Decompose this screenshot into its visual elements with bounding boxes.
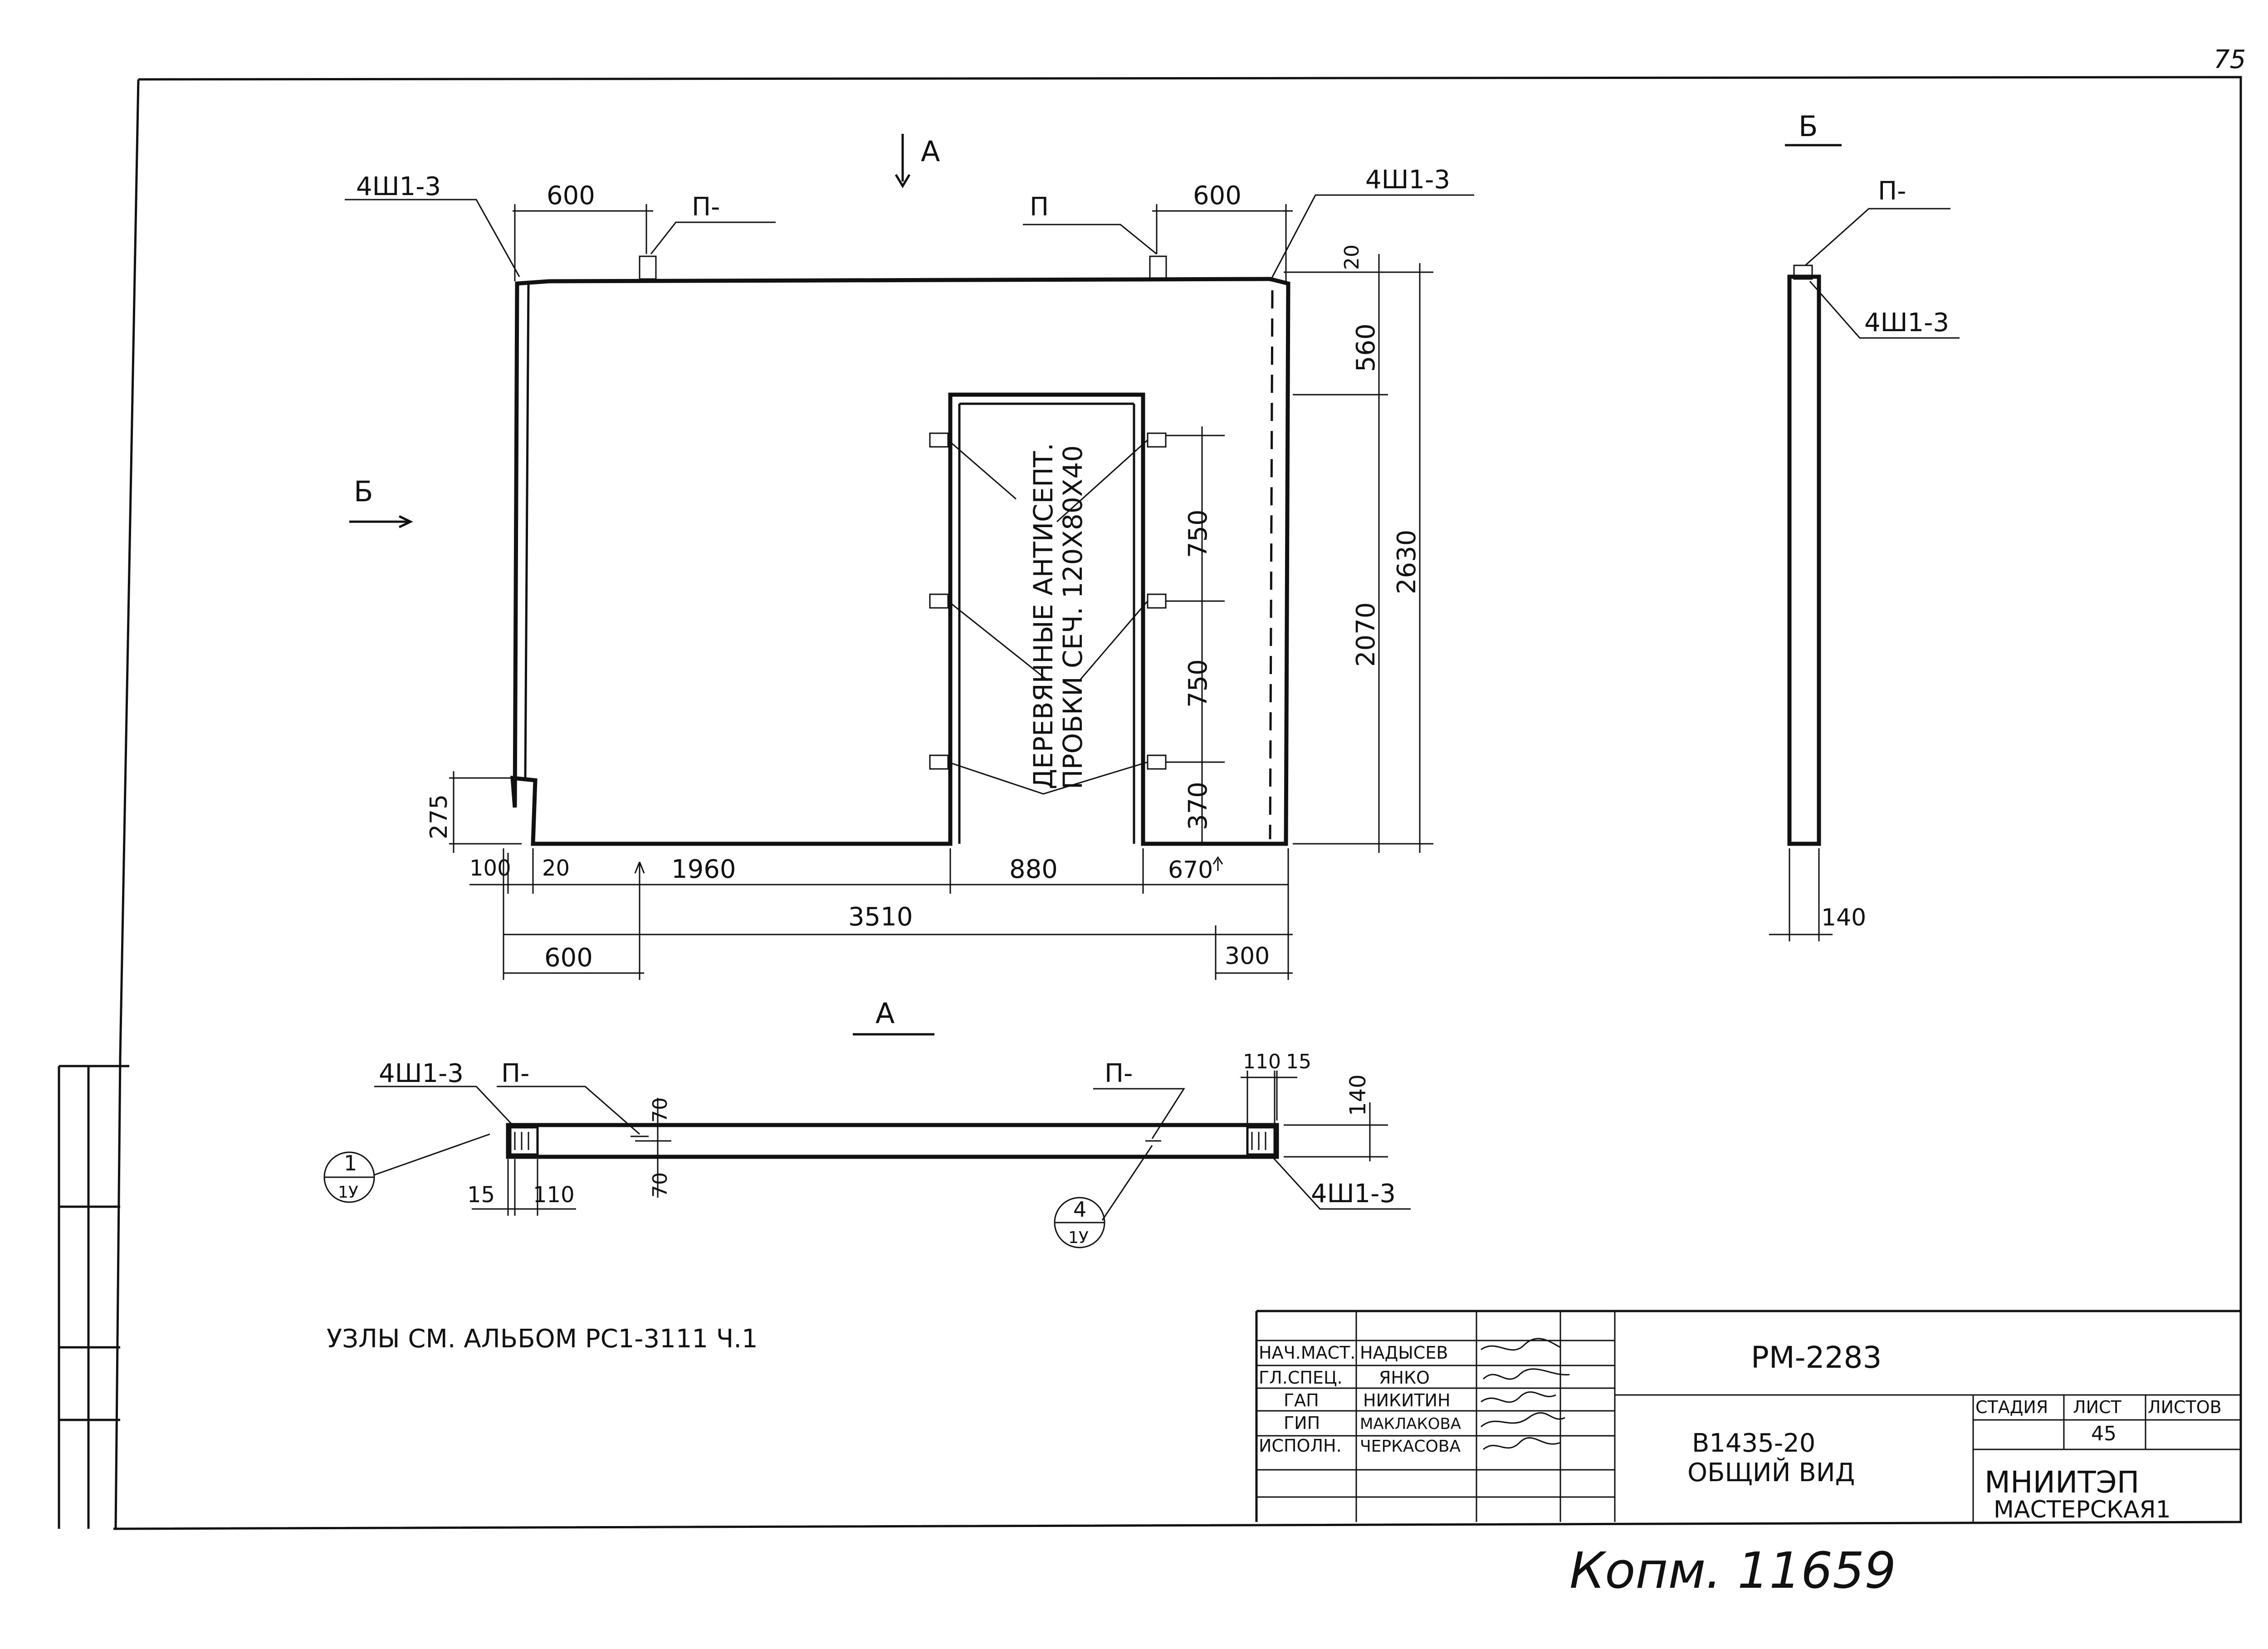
section-mark-b-left: Б — [354, 475, 373, 508]
name-2: ЯНКО — [1379, 1368, 1430, 1388]
drawing-title-1: В1435-20 — [1692, 1429, 1815, 1458]
tag-p-right: П — [1030, 192, 1049, 222]
plan-tag-4sh-right: 4Ш1-3 — [1311, 1179, 1396, 1209]
plan-tag-p-left: П- — [501, 1059, 529, 1088]
plan-dim-110-top: 110 — [1243, 1050, 1281, 1073]
dim-100: 100 — [469, 856, 511, 881]
node-callout-4: 4 1У — [1054, 1145, 1153, 1248]
plan-dim-70-bottom: 70 — [649, 1172, 672, 1198]
sheet-header: ЛИСТ — [2073, 1397, 2122, 1417]
section-b-view: Б П- 4Ш1-3 140 — [1769, 110, 1960, 941]
plan-dim-15-bottom: 15 — [467, 1182, 495, 1208]
dim-275: 275 — [425, 794, 453, 839]
name-1: НАДЫСЕВ — [1360, 1343, 1448, 1363]
node-4-number: 4 — [1073, 1197, 1086, 1222]
section-b-tag-4sh: 4Ш1-3 — [1864, 308, 1949, 338]
dim-600-bottom: 600 — [544, 943, 593, 973]
org-name-1: МНИИТЭП — [1984, 1465, 2139, 1500]
name-5: ЧЕРКАСОВА — [1360, 1437, 1461, 1456]
dim-20-top: 20 — [1340, 245, 1364, 270]
plan-dim-70-top: 70 — [649, 1097, 672, 1123]
section-mark-a-top: А — [921, 135, 940, 168]
section-b-tag-p: П- — [1878, 176, 1906, 206]
dim-2070: 2070 — [1351, 602, 1381, 667]
role-4: ГИП — [1284, 1413, 1320, 1433]
org-name-2: МАСТЕРСКАЯ1 — [1994, 1496, 2171, 1523]
tag-4sh-left: 4Ш1-3 — [356, 172, 441, 201]
dim-600-top-right: 600 — [1193, 181, 1242, 210]
dim-880: 880 — [1009, 855, 1058, 884]
plug-note-line-1: ДЕРЕВЯННЫЕ АНТИСЕПТ. — [1028, 443, 1059, 789]
dim-20-bottom: 20 — [542, 856, 570, 881]
node-callout-1: 1 1У — [323, 1133, 490, 1203]
section-b-title: Б — [1799, 110, 1818, 143]
drawing-title-2: ОБЩИЙ ВИД — [1687, 1458, 1855, 1488]
role-1: НАЧ.МАСТ. — [1259, 1343, 1355, 1363]
role-3: ГАП — [1284, 1390, 1319, 1410]
plug-note-line-2: ПРОБКИ СЕЧ. 120Х80Х40 — [1057, 445, 1088, 789]
sheets-header: ЛИСТОВ — [2148, 1397, 2222, 1417]
plan-dim-140: 140 — [1345, 1074, 1371, 1116]
tag-4sh-right: 4Ш1-3 — [1365, 165, 1450, 195]
sheet-frame — [58, 76, 2242, 1530]
plan-dim-110-bottom: 110 — [533, 1182, 575, 1208]
dim-300: 300 — [1225, 943, 1270, 970]
dim-3510: 3510 — [848, 902, 913, 932]
stage-header: СТАДИЯ — [1975, 1397, 2048, 1417]
dim-560: 560 — [1351, 323, 1381, 372]
dim-2630: 2630 — [1392, 529, 1422, 594]
role-2: ГЛ.СПЕЦ. — [1259, 1368, 1343, 1388]
dim-370: 370 — [1183, 782, 1213, 830]
section-b-dim-140: 140 — [1821, 904, 1866, 931]
nodes-note: УЗЛЫ СМ. АЛЬБОМ РС1-3111 Ч.1 — [327, 1324, 758, 1354]
name-4: МАКЛАКОВА — [1360, 1415, 1461, 1433]
dim-600-top-left: 600 — [547, 181, 595, 210]
node-1-number: 1 — [344, 1151, 357, 1175]
plan-a-view: 4Ш1-3 П- П- 4Ш1-3 110 15 140 70 70 15 11… — [323, 1050, 1411, 1248]
handwritten-note: Копм. 11659 — [1569, 1541, 1896, 1600]
title-block: РМ-2283 НАЧ.МАСТ. ГЛ.СПЕЦ. ГАП ГИП ИСПОЛ… — [1255, 1310, 2241, 1523]
dim-670: 670 — [1168, 856, 1213, 884]
plan-tag-4sh-left: 4Ш1-3 — [379, 1059, 464, 1088]
page-number: 75 — [2214, 45, 2246, 74]
plan-dim-15-top: 15 — [1286, 1050, 1311, 1073]
signatures — [1481, 1338, 1570, 1450]
dim-750-upper: 750 — [1183, 509, 1213, 558]
plan-tag-p-right: П- — [1105, 1059, 1133, 1088]
sheet-value: 45 — [2091, 1422, 2116, 1445]
title-code: РМ-2283 — [1751, 1340, 1882, 1375]
node-1-sheet: 1У — [338, 1183, 358, 1202]
name-3: НИКИТИН — [1363, 1390, 1451, 1410]
dim-750-lower: 750 — [1183, 659, 1213, 708]
section-mark-a-bottom: А — [875, 997, 894, 1030]
node-4-sheet: 1У — [1068, 1228, 1089, 1247]
tag-p-left: П- — [692, 192, 720, 222]
dim-1960: 1960 — [671, 855, 736, 884]
role-5: ИСПОЛН. — [1259, 1436, 1342, 1456]
elevation-view: А Б А 4Ш1-3 П- П 4Ш1-3 600 600 20 560 26… — [345, 134, 1474, 1036]
